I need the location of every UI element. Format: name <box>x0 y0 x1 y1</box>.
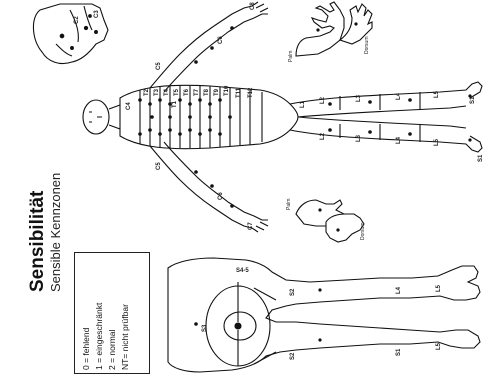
label-t6: T6 <box>184 88 190 96</box>
label-l3-top: L3 <box>356 94 362 102</box>
hand-top-palm <box>296 2 344 56</box>
label-t7: T7 <box>194 88 200 96</box>
label-c7-bottom: C7 <box>248 222 254 230</box>
label-c5-bottom: C5 <box>156 162 162 170</box>
label-c3: C3 <box>94 10 100 18</box>
label-t5: T5 <box>174 88 180 96</box>
label-l5-back: L5 <box>436 284 442 292</box>
label-l5-top: L5 <box>434 90 440 98</box>
legend-item-0: 0 = fehlend <box>80 252 93 370</box>
label-l1-top: L1 <box>300 100 306 108</box>
label-s1-bottom: S1 <box>478 154 484 162</box>
label-l5-back-bottom: L5 <box>436 342 442 350</box>
label-t2: T2 <box>144 88 150 96</box>
legend-item-2: 2 = normal <box>106 252 119 370</box>
label-palm-middle: Palm <box>286 199 292 210</box>
label-l5-bottom: L5 <box>434 138 440 146</box>
label-c4: C4 <box>126 102 132 110</box>
label-c6-top: C6 <box>218 36 224 44</box>
label-s4-5: S4-5 <box>236 268 249 274</box>
label-l4-top: L4 <box>396 92 402 100</box>
label-c6-bottom: C6 <box>218 192 224 200</box>
label-l2-bottom: L2 <box>320 132 326 140</box>
label-l4-bottom: L4 <box>396 136 402 144</box>
label-palm-top: Palm <box>288 51 294 62</box>
label-l3-bottom: L3 <box>356 134 362 142</box>
label-t11: T11 <box>236 87 242 98</box>
label-s3: S3 <box>202 324 208 332</box>
label-t4: T4 <box>164 88 170 96</box>
label-t8: T8 <box>204 88 210 96</box>
label-t9: T9 <box>214 88 220 96</box>
front-body <box>83 2 482 232</box>
legend-item-nt: NT= nicht prüfbar <box>119 252 132 370</box>
legend-item-1: 1 = eingeschränkt <box>93 252 106 370</box>
back-body <box>168 258 480 372</box>
label-s2-bottom: S2 <box>290 352 296 360</box>
label-c5-top: C5 <box>156 62 162 70</box>
page-subtitle: Sensible Kennzonen <box>48 173 64 292</box>
label-dorsum-middle: Dorsum <box>360 222 366 240</box>
label-l2-top: L2 <box>320 96 326 104</box>
label-c2: C2 <box>74 16 80 24</box>
label-s1-back: S1 <box>396 348 402 356</box>
label-l4-back: L4 <box>396 286 402 294</box>
page-title: Sensibilität <box>28 173 48 292</box>
label-t12: T12 <box>248 87 254 98</box>
label-t10: T10 <box>224 85 230 96</box>
label-t3: T3 <box>154 88 160 96</box>
hand-middle-dorsum <box>326 214 364 242</box>
label-t1: T1 <box>172 100 178 108</box>
label-s1-top: S1 <box>470 96 476 104</box>
legend: 0 = fehlend 1 = eingeschränkt 2 = normal… <box>80 252 132 370</box>
label-dorsum-top: Dorsum <box>364 36 370 54</box>
label-c8-top: C8 <box>250 2 256 10</box>
label-s2-top: S2 <box>290 288 296 296</box>
